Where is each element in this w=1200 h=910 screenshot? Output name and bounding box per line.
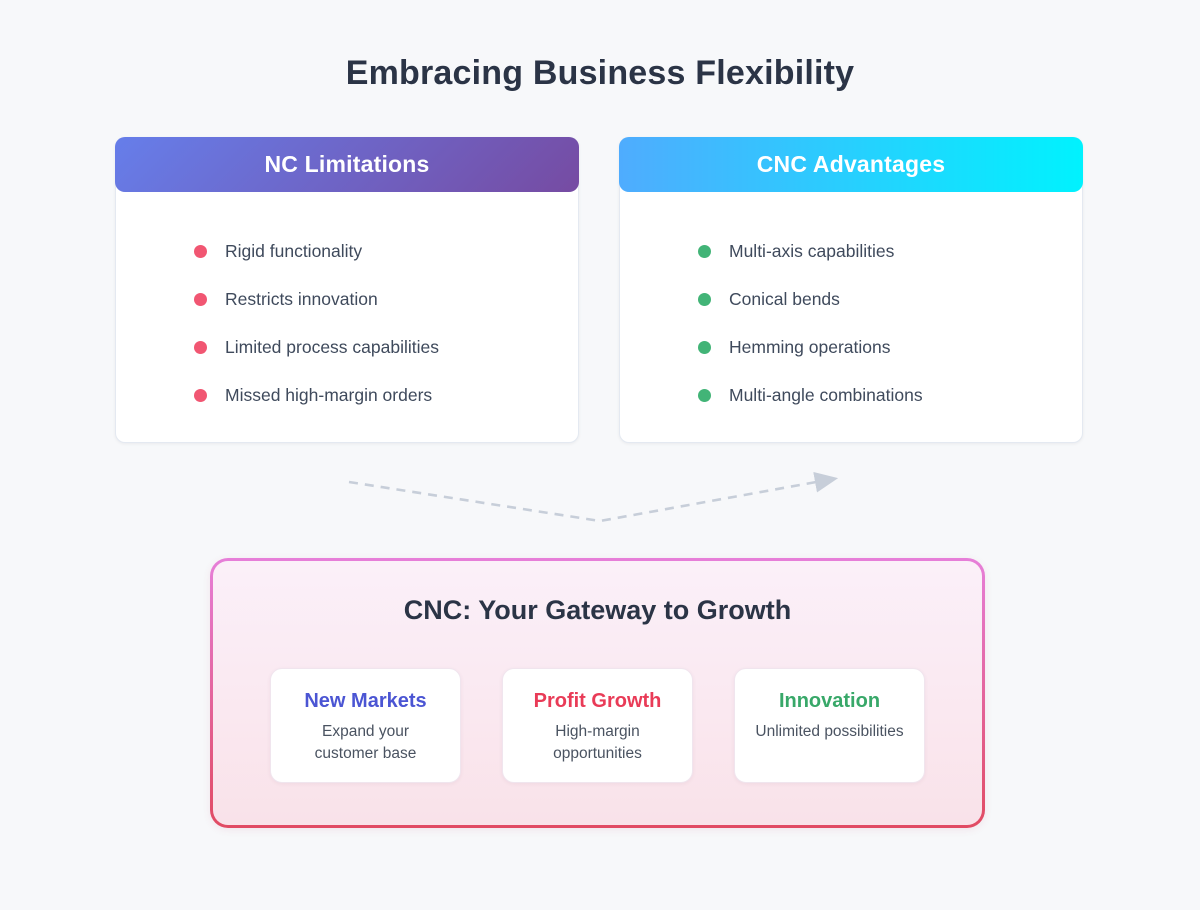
bullet-dot-icon (194, 340, 207, 354)
list-item: Limited process capabilities (194, 323, 568, 371)
bullet-dot-icon (698, 292, 711, 306)
cnc-card-title: CNC Advantages (756, 151, 946, 177)
new-markets-subtitle: Expand your customer base (314, 723, 417, 762)
profit-growth-subtitle: High-margin opportunities (553, 723, 642, 762)
growth-box: CNC: Your Gateway to Growth New Markets … (210, 558, 985, 828)
new-markets-title: New Markets (304, 690, 427, 712)
list-item-label: Rigid functionality (225, 240, 363, 261)
list-item: Rigid functionality (194, 227, 568, 275)
bullet-dot-icon (698, 340, 711, 354)
list-item-label: Restricts innovation (225, 288, 378, 309)
list-item-label: Limited process capabilities (225, 336, 439, 357)
innovation-subtitle: Unlimited possibilities (755, 723, 904, 740)
list-item-label: Conical bends (729, 288, 840, 309)
growth-title: CNC: Your Gateway to Growth (403, 595, 792, 625)
nc-card-header: NC Limitations (115, 137, 579, 192)
growth-box-inner: CNC: Your Gateway to Growth New Markets … (213, 561, 982, 825)
dashed-flow-arrow-icon (348, 471, 839, 523)
list-item: Conical bends (698, 275, 1072, 323)
bullet-dot-icon (194, 388, 207, 402)
profit-growth-card: Profit Growth High-margin opportunities (502, 668, 693, 783)
list-item: Restricts innovation (194, 275, 568, 323)
list-item: Missed high-margin orders (194, 371, 568, 419)
bullet-dot-icon (698, 388, 711, 402)
list-item: Multi-axis capabilities (698, 227, 1072, 275)
nc-limitations-list: Rigid functionality Restricts innovation… (116, 227, 578, 419)
innovation-title: Innovation (778, 690, 881, 712)
cnc-advantages-list: Multi-axis capabilities Conical bends He… (620, 227, 1082, 419)
bullet-dot-icon (698, 244, 711, 258)
list-item-label: Missed high-margin orders (225, 384, 433, 405)
list-item-label: Multi-angle combinations (729, 384, 923, 405)
list-item: Multi-angle combinations (698, 371, 1072, 419)
page-title: Embracing Business Flexibility (345, 54, 855, 92)
list-item: Hemming operations (698, 323, 1072, 371)
profit-growth-title: Profit Growth (533, 690, 662, 712)
nc-card-title: NC Limitations (264, 151, 430, 177)
bullet-dot-icon (194, 244, 207, 258)
list-item-label: Hemming operations (729, 336, 891, 357)
cnc-advantages-card: CNC Advantages Multi-axis capabilities C… (619, 137, 1083, 443)
bullet-dot-icon (194, 292, 207, 306)
cnc-card-header: CNC Advantages (619, 137, 1083, 192)
list-item-label: Multi-axis capabilities (729, 240, 895, 261)
comparison-row: NC Limitations Rigid functionality Restr… (115, 137, 1083, 443)
growth-cards-row: New Markets Expand your customer base Pr… (270, 668, 925, 783)
nc-limitations-card: NC Limitations Rigid functionality Restr… (115, 137, 579, 443)
new-markets-card: New Markets Expand your customer base (270, 668, 461, 783)
innovation-card: Innovation Unlimited possibilities (734, 668, 925, 783)
